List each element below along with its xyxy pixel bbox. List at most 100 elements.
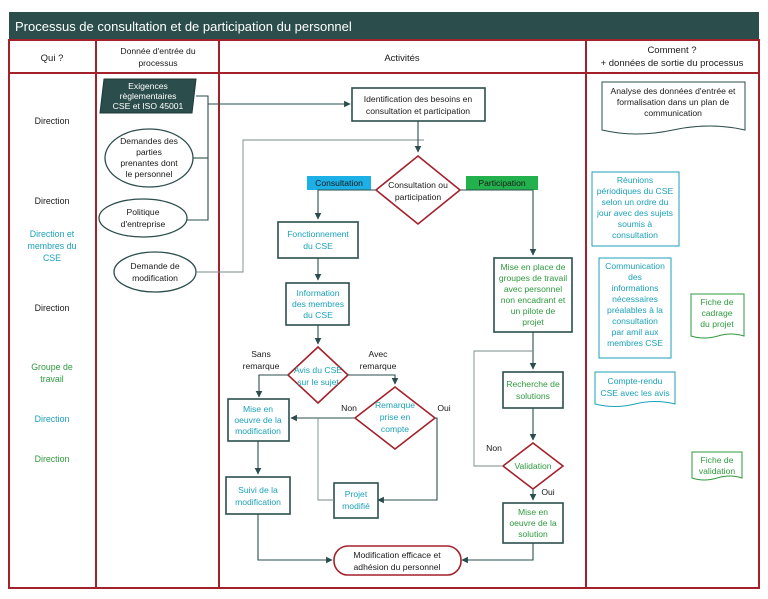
output-communication-text: préalables à la [607, 305, 663, 315]
role-label: travail [40, 374, 64, 384]
column-header-output: Comment ? [647, 45, 696, 56]
output-reunions-shape [591, 171, 680, 247]
consultation-tag [307, 176, 371, 190]
activity-fonctionnement-text: du CSE [303, 241, 333, 251]
output-fiche-cadrage-text: cadrage [701, 308, 732, 318]
activity-groupes-travail-text: groupes de travail [499, 273, 567, 283]
column-header-activities: Activités [384, 53, 420, 64]
connector [460, 189, 537, 256]
input-demandes-text: parties [136, 147, 162, 157]
activity-mise-oeuvre-solution-text: solution [518, 529, 548, 539]
activity-suivi-text: Suivi de la [238, 485, 278, 495]
branch-label: Non [341, 403, 357, 413]
output-reunions-text: consultation [612, 230, 658, 240]
decision-remarque [353, 385, 437, 451]
output-analyse-text: Analyse des données d'entrée et [611, 86, 737, 96]
connector [257, 514, 333, 564]
connector [255, 374, 288, 398]
activity-mise-oeuvre-modif [227, 398, 290, 442]
activity-fonctionnement [277, 221, 359, 259]
terminator-final-text: Modification efficace et [353, 550, 441, 560]
decision-remarque-text: Remarque [375, 400, 415, 410]
activity-mise-oeuvre-modif-text: oeuvre de la [234, 415, 282, 425]
branch-label: Avec [369, 349, 389, 359]
input-demande-modif-text: Demande de [130, 261, 179, 271]
output-fiche-cadrage-text: Fiche de [701, 297, 734, 307]
column-header-input: Donnée d'entrée du [120, 46, 195, 56]
branch-label: Oui [437, 403, 450, 413]
participation-tag [466, 176, 538, 190]
connector [377, 417, 438, 504]
consultation-tag-text: Consultation [315, 178, 363, 188]
activity-information [285, 282, 350, 326]
output-communication-text: Communication [605, 261, 665, 271]
decision-avis-text: sur le sujet [297, 377, 339, 387]
activity-groupes-travail [493, 257, 573, 333]
output-communication-text: membres CSE [607, 338, 663, 348]
activity-recherche-text: Recherche de [506, 379, 560, 389]
branch-label: Oui [541, 487, 554, 497]
output-fiche-validation-text: Fiche de [701, 455, 734, 465]
connector [317, 418, 334, 501]
activity-projet-modifie [333, 482, 379, 519]
input-politique-shape [98, 198, 188, 238]
output-communication-shape [598, 257, 672, 359]
activity-projet-modifie-text: modifié [342, 501, 370, 511]
input-demande-modif-shape [113, 251, 197, 293]
activity-information-text: des membres [292, 299, 344, 309]
role-label: Direction [35, 116, 70, 126]
output-fiche-cadrage-shape [690, 293, 745, 339]
output-compte-rendu-text: Compte-rendu [608, 376, 663, 386]
output-analyse-text: communication [644, 108, 702, 118]
role-label: Direction [35, 196, 70, 206]
branch-label: Non [486, 443, 502, 453]
output-reunions-text: soumis à [618, 219, 653, 229]
input-exigences-text: règlementaires [120, 91, 177, 101]
branch-label: Sans [251, 349, 271, 359]
output-fiche-validation-text: validation [699, 466, 736, 476]
branch-label: remarque [360, 361, 397, 371]
decision-remarque-text: compte [381, 424, 409, 434]
output-fiche-cadrage-text: du projet [700, 319, 734, 329]
activity-groupes-travail-text: Mise en place de [501, 262, 566, 272]
connector [461, 543, 534, 564]
branch-label: remarque [243, 361, 280, 371]
input-exigences-shape [99, 78, 197, 114]
column-header-who: Qui ? [41, 53, 64, 64]
activity-information-text: Information [297, 288, 340, 298]
input-demande-modif-text: modification [132, 273, 178, 283]
decision-avis-text: Avis du CSE [294, 365, 342, 375]
role-label: Direction et [30, 229, 75, 239]
table-frame [8, 39, 760, 589]
activity-groupes-travail-text: avec personnel [504, 284, 562, 294]
decision-avis [286, 345, 350, 405]
role-label: Direction [35, 454, 70, 464]
decision-remarque-text: prise en [380, 412, 411, 422]
activity-suivi-text: modification [235, 497, 281, 507]
output-reunions-text: selon un ordre du [602, 197, 669, 207]
output-communication-text: consultation [612, 316, 658, 326]
activity-information-text: du CSE [303, 310, 333, 320]
connector [348, 374, 399, 385]
column-header-input: processus [138, 58, 177, 68]
activity-fonctionnement-text: Fonctionnement [287, 229, 349, 239]
page-title: Processus de consultation et de particip… [15, 19, 352, 34]
output-communication-text: des [628, 272, 642, 282]
role-label: Groupe de [31, 362, 73, 372]
activity-mise-oeuvre-solution-text: Mise en [518, 507, 548, 517]
activity-mise-oeuvre-modif-text: modification [235, 426, 281, 436]
participation-tag-text: Participation [478, 178, 526, 188]
role-label: CSE [43, 253, 61, 263]
input-demandes-text: le personnel [126, 169, 173, 179]
activity-identification-text: Identification des besoins en [364, 94, 473, 104]
terminator-final [333, 545, 462, 576]
output-communication-text: informations [612, 283, 659, 293]
input-politique-text: Politique [127, 207, 160, 217]
activity-identification [351, 87, 486, 122]
title-bar [9, 12, 759, 40]
input-politique-text: d'entreprise [121, 219, 166, 229]
input-exigences-text: CSE et ISO 45001 [113, 101, 184, 111]
activity-recherche [502, 371, 564, 409]
input-exigences-text: Exigences [128, 81, 168, 91]
